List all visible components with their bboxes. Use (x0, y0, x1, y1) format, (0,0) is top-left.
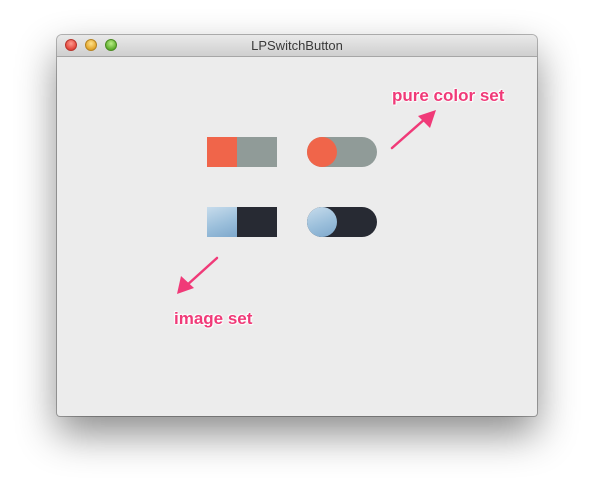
pure-color-set-label: pure color set (392, 86, 505, 105)
app-window: LPSwitchButton (57, 35, 537, 416)
pure-color-round-switch[interactable] (307, 137, 377, 167)
image-set-label: image set (174, 309, 253, 328)
window-content (57, 57, 537, 416)
title-bar[interactable]: LPSwitchButton (57, 35, 537, 57)
switch-thumb (207, 137, 237, 167)
switch-thumb (207, 207, 237, 237)
close-window-button[interactable] (65, 39, 77, 51)
switch-thumb (307, 137, 337, 167)
zoom-window-button[interactable] (105, 39, 117, 51)
window-title: LPSwitchButton (251, 38, 343, 53)
pure-color-square-switch[interactable] (207, 137, 277, 167)
image-square-switch[interactable] (207, 207, 277, 237)
minimize-window-button[interactable] (85, 39, 97, 51)
image-round-switch[interactable] (307, 207, 377, 237)
switch-thumb (307, 207, 337, 237)
